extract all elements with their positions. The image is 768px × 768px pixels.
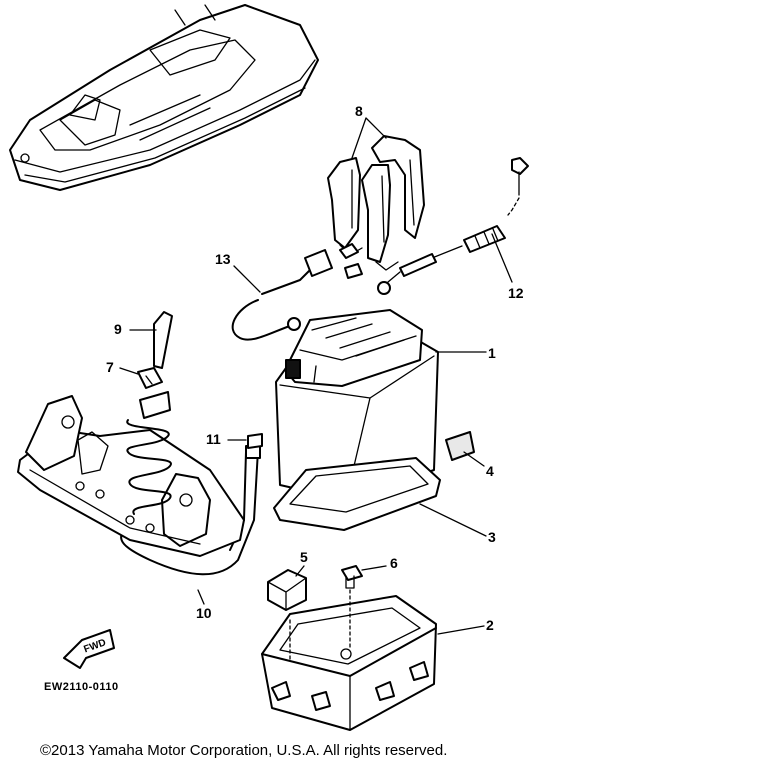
bolt-part-7 (137, 367, 163, 389)
callout-7: 7 (106, 359, 114, 375)
callout-8: 8 (355, 103, 363, 119)
mount-bracket (17, 395, 245, 557)
watercraft-illustration (9, 4, 319, 191)
callout-9: 9 (114, 321, 122, 337)
callout-3: 3 (488, 529, 496, 545)
battery-pad-part-3 (273, 457, 441, 531)
callout-4: 4 (486, 463, 494, 479)
callout-11: 11 (206, 431, 221, 447)
leader-12 (491, 233, 513, 283)
callout-1: 1 (488, 345, 496, 361)
fwd-arrow-icon: FWD (63, 629, 115, 669)
battery-part-1 (275, 309, 439, 501)
battery-strap-part-8 (327, 135, 425, 271)
callout-10: 10 (196, 605, 212, 621)
diagram-code: EW2110-0110 (44, 681, 119, 693)
callout-2: 2 (486, 617, 494, 633)
copyright-notice: ©2013 Yamaha Motor Corporation, U.S.A. A… (40, 742, 448, 759)
part-4 (445, 431, 475, 461)
rod-part-9 (153, 311, 173, 369)
leader-8 (351, 117, 387, 159)
leader-5 (295, 565, 305, 577)
callout-13: 13 (215, 251, 231, 267)
callout-6: 6 (390, 555, 398, 571)
leader-7 (119, 367, 139, 375)
leader-3 (419, 503, 487, 537)
callout-12: 12 (508, 285, 524, 301)
positive-cable-part-12 (377, 157, 529, 295)
vent-fitting-part-11 (247, 433, 263, 449)
battery-tray-part-2 (261, 595, 437, 731)
leader-6 (361, 565, 387, 571)
leader-10 (197, 589, 205, 605)
bolt-part-6 (341, 565, 363, 649)
negative-cable-part-13 (231, 243, 363, 341)
callout-5: 5 (300, 549, 308, 565)
spring-shock (126, 391, 172, 515)
leader-2 (437, 625, 485, 635)
leader-4 (463, 451, 485, 467)
part-5 (267, 569, 307, 661)
